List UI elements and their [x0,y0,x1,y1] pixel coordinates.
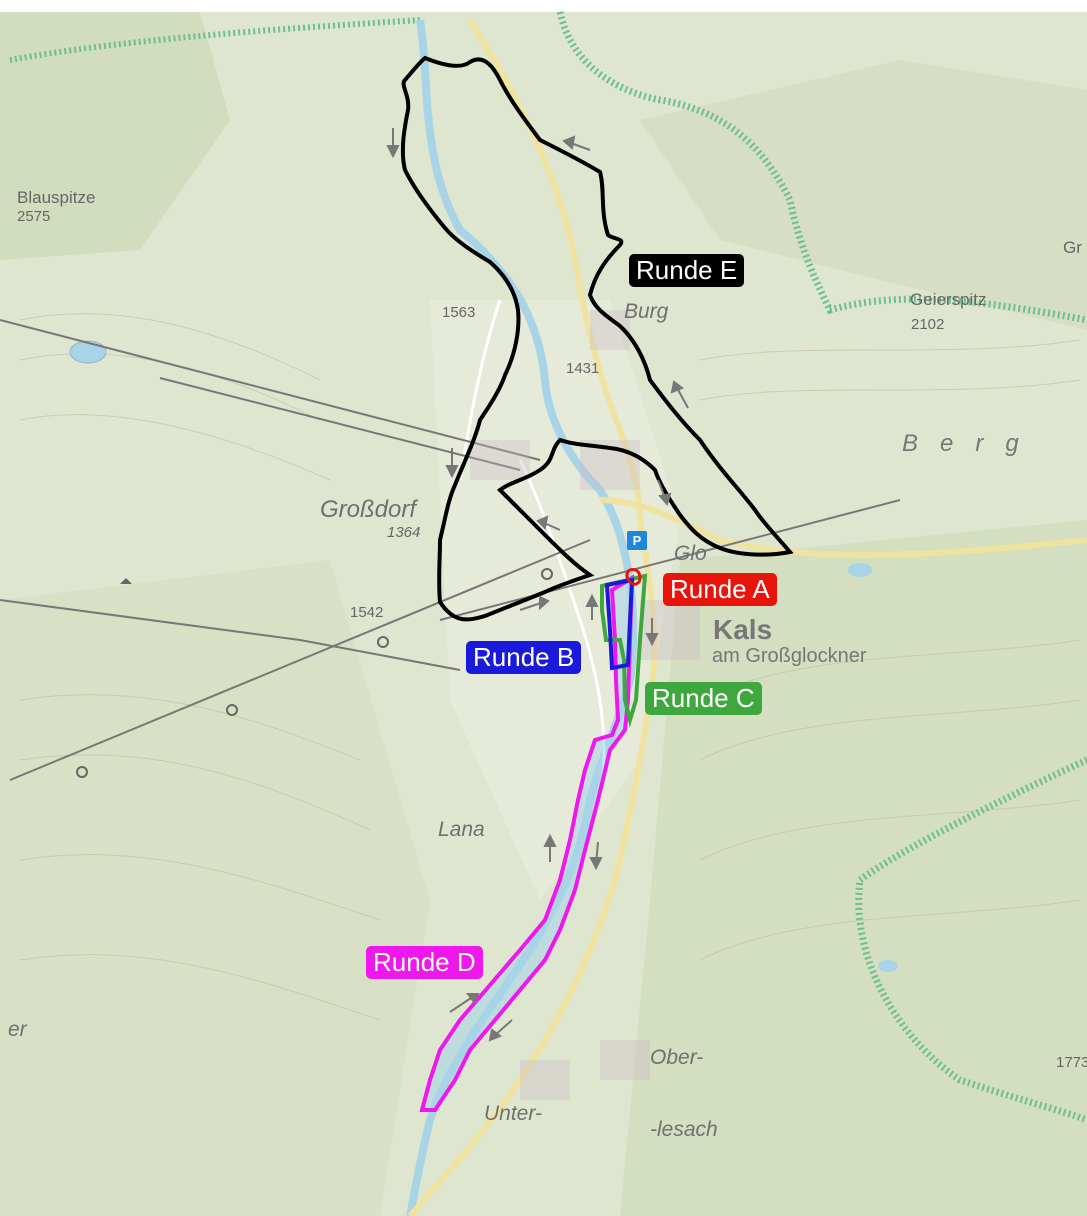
label-kals: Kals [713,614,773,645]
label-gr-partial: Gr [1063,238,1082,257]
label-berg: Berg [902,430,1041,457]
settlement-dots [470,310,700,1100]
label-elevation-1542: 1542 [350,604,384,621]
lake-east [848,563,872,577]
peak-markers [76,568,553,778]
lake-southeast [878,960,898,972]
route-c-path [600,573,648,728]
label-er-partial: er [8,1018,27,1041]
label-elevation-1431: 1431 [566,360,600,377]
label-unter: Unter- [484,1102,542,1125]
forest-area-sw [0,560,430,1216]
cable-lines [0,319,901,781]
label-ober: Ober- [650,1046,704,1069]
label-burg: Burg [624,300,669,323]
label-glo-partial: Glo [674,542,707,565]
parking-marker[interactable]: P [627,531,647,550]
route-b-path [604,577,635,671]
label-geierspitz-elevation: 2102 [911,316,945,333]
park-boundary-north [556,11,1087,324]
forest-area-ne [640,60,1087,330]
label-elevation-1773: 1773 [1056,1054,1087,1071]
top-border [0,0,1087,12]
route-label-d[interactable]: Runde D [366,946,483,979]
label-lesach: -lesach [650,1118,718,1141]
route-d-path [419,574,635,1112]
route-label-e[interactable]: Runde E [629,254,745,287]
park-boundary-nw [9,17,421,63]
forest-area-nw [0,12,230,260]
lake-west [69,340,107,364]
label-lana: Lana [438,818,485,841]
route-label-c[interactable]: Runde C [645,682,762,715]
route-label-a[interactable]: Runde A [663,573,777,606]
label-blauspitze-elevation: 2575 [17,208,51,225]
label-kals-subtitle: am Großglockner [712,645,867,667]
label-grossdorf: Großdorf [320,496,417,523]
route-e-path [400,55,794,622]
route-a-path [625,568,642,586]
label-grossdorf-elevation: 1364 [387,524,421,541]
label-elevation-1563: 1563 [442,304,476,321]
direction-arrows [386,128,689,1042]
label-geierspitz: Geierspitz [910,290,987,309]
label-blauspitze: Blauspitze [17,188,96,207]
route-label-b[interactable]: Runde B [466,641,582,674]
